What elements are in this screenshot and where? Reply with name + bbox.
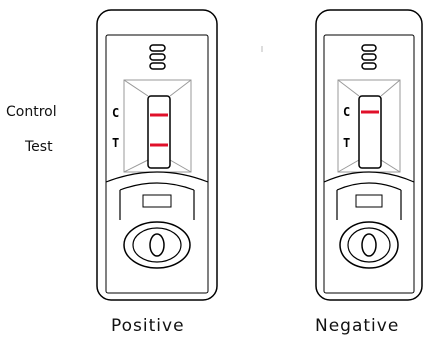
control-label: Control xyxy=(6,104,57,120)
c-mark: C xyxy=(112,106,119,120)
cassette-lower xyxy=(323,171,415,220)
test-strip xyxy=(147,95,171,169)
cassette-inner-frame xyxy=(323,34,415,294)
c-mark: C xyxy=(343,105,350,119)
t-mark: T xyxy=(343,136,350,150)
sample-well-icon xyxy=(339,221,399,269)
grip-icon xyxy=(149,44,166,70)
caption-negative: Negative xyxy=(315,316,400,336)
grip-icon xyxy=(361,44,377,70)
test-strip xyxy=(358,95,382,169)
test-label: Test xyxy=(25,139,53,155)
sample-well-icon xyxy=(123,221,191,269)
cassette-inner-frame xyxy=(105,34,209,294)
t-mark: T xyxy=(112,136,119,150)
cassette-positive: C T xyxy=(96,9,218,301)
cassette-lower xyxy=(105,171,209,220)
cassette-negative: C T xyxy=(315,9,423,301)
caption-positive: Positive xyxy=(111,316,185,336)
